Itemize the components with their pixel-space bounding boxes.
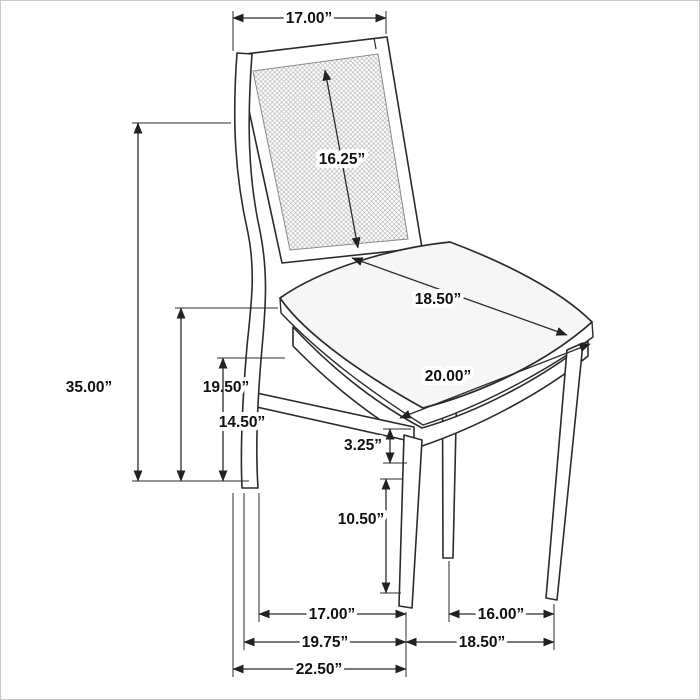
dim-seat-height: 14.50” [215,357,285,482]
dim-floor-span-front-outer: 18.50” [405,630,555,655]
dimension-annotations: 17.00” 16.25” 35.00” 19.50” 14.50” 18.50… [62,6,591,682]
dim-leg-clearance-label: 10.50” [338,511,385,528]
chair-crest-notch [373,37,377,50]
dim-back-height-label: 19.50” [203,379,250,396]
dim-floor-span-front-inner: 16.00” [448,602,555,627]
dim-seat-width: 20.00” [399,343,591,419]
chair-front-left-leg [398,434,423,609]
dim-back-panel-diagonal-label: 16.25” [319,151,366,168]
dim-floor-span-front-inner-label: 16.00” [478,606,525,623]
dim-seat-height-label: 14.50” [219,414,266,431]
dim-seat-rail-thickness-label: 3.25” [344,437,382,454]
dim-back-top-width-label: 17.00” [286,10,333,27]
dim-seat-rail-thickness: 3.25” [340,428,411,464]
dimension-line [351,257,568,336]
chair-rear-left-stile-leg [233,52,267,489]
dim-seat-depth-label: 18.50” [415,291,462,308]
dimension-line [322,69,361,249]
dim-overall-height: 35.00” [62,122,231,482]
chair-illustration [233,36,594,609]
dim-leg-clearance: 10.50” [334,478,403,594]
dim-floor-span-side-mid-label: 19.75” [302,634,349,651]
floor-extension-lines [232,493,555,677]
dim-floor-span-side-inner: 17.00” [258,602,407,627]
dim-seat-width-label: 20.00” [425,368,472,385]
dim-floor-span-side-outer-label: 22.50” [296,661,343,678]
dim-floor-span-side-mid: 19.75” [243,630,407,655]
dim-back-top-width: 17.00” [232,6,387,51]
dimension-line [399,343,591,419]
dim-overall-height-label: 35.00” [66,379,113,396]
dim-back-panel-diagonal: 16.25” [315,69,369,249]
dim-floor-span-side-inner-label: 17.00” [309,606,356,623]
dim-floor-span-side-outer: 22.50” [232,657,407,682]
dim-seat-depth: 18.50” [351,257,568,336]
dim-floor-span-front-outer-label: 18.50” [459,634,506,651]
